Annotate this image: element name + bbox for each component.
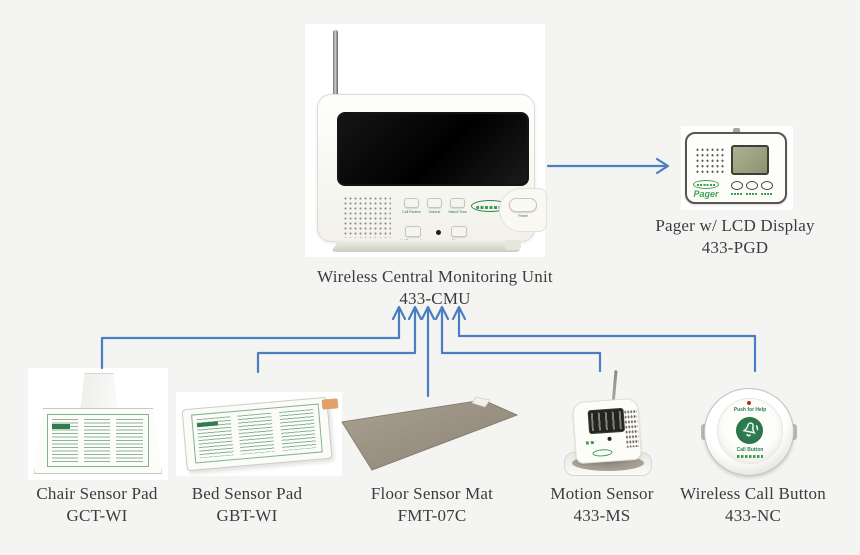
bed-pad-device — [181, 396, 333, 472]
call-button-center-button — [736, 417, 763, 444]
cmu-antenna — [333, 30, 338, 102]
chair-pad-caption-model: GCT-WI — [66, 506, 128, 525]
pager-button-2-label — [746, 193, 758, 195]
cmu-base-foot — [505, 240, 521, 250]
pager-brand-logo — [693, 180, 719, 189]
arrow-bed-to-cmu — [256, 307, 417, 374]
motion-sensor-caption: Motion Sensor 433-MS — [522, 483, 682, 527]
cmu-caption: Wireless Central Monitoring Unit 433-CMU — [275, 266, 595, 310]
cmu-add-replace-button — [405, 226, 421, 237]
call-button-led — [747, 401, 751, 405]
arrow-call-to-cmu — [457, 307, 757, 373]
chair-pad-printed-instructions — [47, 414, 149, 467]
call-button-call-text: Call Button — [736, 447, 764, 453]
bed-pad-cord-tab — [321, 398, 339, 410]
call-button-caption: Wireless Call Button 433-NC — [663, 483, 843, 527]
arrow-motion-to-cmu — [440, 307, 602, 373]
arrowhead-pager — [655, 157, 670, 175]
cmu-base-stand — [331, 240, 521, 252]
pager-button-1-label — [731, 193, 743, 195]
motion-sensor-caption-model: 433-MS — [573, 506, 631, 525]
motion-sensor-led — [607, 436, 612, 441]
pager-speaker-grille — [695, 147, 725, 174]
motion-sensor-vents — [623, 408, 640, 448]
motion-sensor-print-marks — [585, 440, 596, 445]
call-button-push-text: Push for Help — [733, 407, 767, 413]
cmu-caption-name: Wireless Central Monitoring Unit — [317, 267, 553, 286]
pager-button-3-label — [761, 193, 773, 195]
floor-mat-device — [341, 396, 519, 471]
chair-pad-caption-name: Chair Sensor Pad — [36, 484, 158, 503]
floor-mat-corner-tab — [471, 396, 491, 408]
cmu-indicator-led — [436, 230, 441, 235]
pager-button-1 — [731, 181, 743, 190]
cmu-reset-button — [509, 198, 537, 212]
pager-device-label: Pager — [693, 189, 719, 199]
motion-sensor-window — [587, 407, 626, 435]
chair-pad-caption: Chair Sensor Pad GCT-WI — [17, 483, 177, 527]
motion-sensor-caption-name: Motion Sensor — [550, 484, 654, 503]
cmu-program-button — [451, 226, 467, 237]
cmu-volume-label: Volume — [428, 210, 441, 214]
call-button-brand-text — [737, 455, 763, 458]
pager-button-3 — [761, 181, 773, 190]
motion-sensor-brand-logo — [592, 448, 613, 458]
cmu-caption-model: 433-CMU — [399, 289, 471, 308]
arrow-chair-to-cmu — [100, 307, 401, 370]
bed-pad-caption: Bed Sensor Pad GBT-WI — [167, 483, 327, 527]
pager-caption-name: Pager w/ LCD Display — [655, 216, 815, 235]
pager-button-2 — [746, 181, 758, 190]
cmu-screen — [337, 112, 529, 186]
cmu-call-review-label: Call Review — [402, 210, 421, 214]
bed-pad-caption-model: GBT-WI — [216, 506, 278, 525]
call-button-caption-name: Wireless Call Button — [680, 484, 826, 503]
pager-lcd-screen — [731, 145, 769, 175]
floor-mat-caption-model: FMT-07C — [397, 506, 467, 525]
chair-pad-tab — [80, 373, 118, 413]
pager-caption: Pager w/ LCD Display 433-PGD — [625, 215, 845, 259]
cmu-watch-tone-label: Watch/Tone — [448, 210, 467, 214]
call-button-caption-model: 433-NC — [725, 506, 781, 525]
bed-pad-printed-instructions — [191, 403, 323, 464]
cmu-watch-tone-button — [450, 198, 465, 208]
cmu-volume-button — [427, 198, 442, 208]
pager-caption-model: 433-PGD — [701, 238, 769, 257]
floor-mat-caption: Floor Sensor Mat FMT-07C — [352, 483, 512, 527]
floor-mat-surface — [341, 399, 519, 471]
bed-pad-caption-name: Bed Sensor Pad — [191, 484, 303, 503]
bell-icon — [742, 422, 759, 437]
chair-pad-device — [34, 408, 162, 474]
cmu-reset-label: Reset — [518, 214, 528, 218]
motion-sensor-device — [571, 397, 643, 465]
floor-mat-caption-name: Floor Sensor Mat — [370, 484, 494, 503]
cmu-speaker-grille — [343, 196, 391, 238]
cmu-call-review-button — [404, 198, 419, 208]
